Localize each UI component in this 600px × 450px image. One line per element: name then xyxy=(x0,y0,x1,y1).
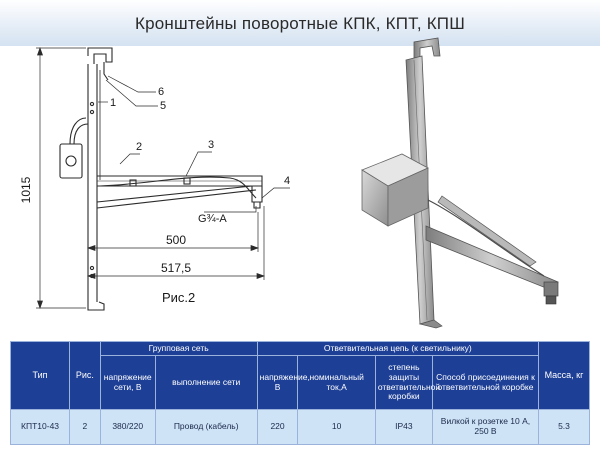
cell-group-voltage: 380/220 xyxy=(99,409,156,445)
spec-table: Тип Рис. Групповая сеть Ответвительная ц… xyxy=(9,341,591,445)
dim-arrow xyxy=(256,273,266,279)
render-wire xyxy=(427,199,545,277)
callout-6: 6 xyxy=(158,86,164,98)
col-branch-connection: Способ присоединения к ответвительной ко… xyxy=(431,355,539,410)
dim-arrow xyxy=(250,245,260,251)
callout-3: 3 xyxy=(208,139,214,151)
callout-5: 5 xyxy=(160,100,166,112)
end-gland xyxy=(251,186,263,203)
technical-drawing: 1015 500 517,5 G¾-А 6 5 1 2 3 4 Рис.2 xyxy=(19,46,290,311)
callout-1: 1 xyxy=(110,97,116,109)
callout-leader-2 xyxy=(119,153,140,165)
thread-leader xyxy=(204,206,257,213)
cell-branch-current: 10 xyxy=(297,409,376,445)
dim-arrow xyxy=(86,273,96,279)
top-hook-clip xyxy=(103,62,109,81)
cell-type: КПТ10-43 xyxy=(9,409,71,445)
junction-box-outline xyxy=(59,143,83,179)
dim-517-label: 517,5 xyxy=(161,261,191,275)
render-end-gland xyxy=(543,281,559,297)
callout-2: 2 xyxy=(136,141,142,153)
cell-branch-connection: Вилкой к розетке 10 А, 250 В xyxy=(431,409,539,445)
dim-arrow xyxy=(37,46,43,56)
mast-hole xyxy=(89,109,95,115)
col-fig: Рис. xyxy=(69,341,101,410)
page-title: Кронштейны поворотные КПК, КПТ, КПШ xyxy=(134,14,466,33)
callout-leader-4 xyxy=(261,187,290,199)
col-mass: Масса, кг xyxy=(537,341,591,410)
col-branch-current: номинальный ток,А xyxy=(297,355,376,410)
col-branch-voltage: напряжение, В xyxy=(256,355,310,410)
wire-clamp xyxy=(129,179,137,187)
render-end-thread xyxy=(545,295,557,305)
cell-fig: 2 xyxy=(69,409,101,445)
col-group-execution: выполнение сети xyxy=(154,355,258,410)
col-type: Тип xyxy=(9,341,71,410)
brace-upper xyxy=(96,185,253,203)
bottom-hook xyxy=(87,301,105,311)
wire-clamp xyxy=(183,177,191,185)
render-box-side xyxy=(387,167,429,227)
callout-leader-5 xyxy=(105,79,158,107)
brace-lower xyxy=(96,189,257,209)
mast-hole xyxy=(89,265,95,271)
end-thread xyxy=(253,202,261,209)
thread-label: G¾-А xyxy=(198,213,227,225)
bracket-render xyxy=(361,37,559,329)
mast-hole xyxy=(89,101,95,107)
dim-arrow xyxy=(37,300,43,310)
col-group-voltage: напряжение сети, В xyxy=(99,355,156,410)
callout-leader-6 xyxy=(107,75,156,93)
callout-4: 4 xyxy=(284,175,290,187)
table-row: КПТ10-43 2 380/220 Провод (кабель) 220 1… xyxy=(9,409,591,445)
figure-caption: Рис.2 xyxy=(162,290,195,305)
callout-leader-3 xyxy=(185,151,212,177)
dim-arrow xyxy=(86,245,96,251)
cell-branch-protection: IP43 xyxy=(374,409,433,445)
title-band xyxy=(0,0,600,46)
dim-500-label: 500 xyxy=(166,233,186,247)
render-brace xyxy=(437,195,537,267)
cable-loop xyxy=(69,117,87,145)
cell-mass: 5.3 xyxy=(537,409,591,445)
col-branch: Ответвительная цепь (к светильнику) xyxy=(256,341,539,356)
top-hook-outline xyxy=(87,47,113,64)
col-branch-protection: степень защиты ответвительной коробки xyxy=(374,355,440,410)
cable-loop xyxy=(73,123,89,145)
col-group: Групповая сеть xyxy=(99,341,258,356)
cell-branch-voltage: 220 xyxy=(256,409,299,445)
junction-box-gland xyxy=(65,155,77,167)
dim-height-label: 1015 xyxy=(19,176,33,203)
render-top-hook xyxy=(413,37,441,61)
cell-group-execution: Провод (кабель) xyxy=(154,409,258,445)
render-bottom-hook xyxy=(418,319,443,329)
